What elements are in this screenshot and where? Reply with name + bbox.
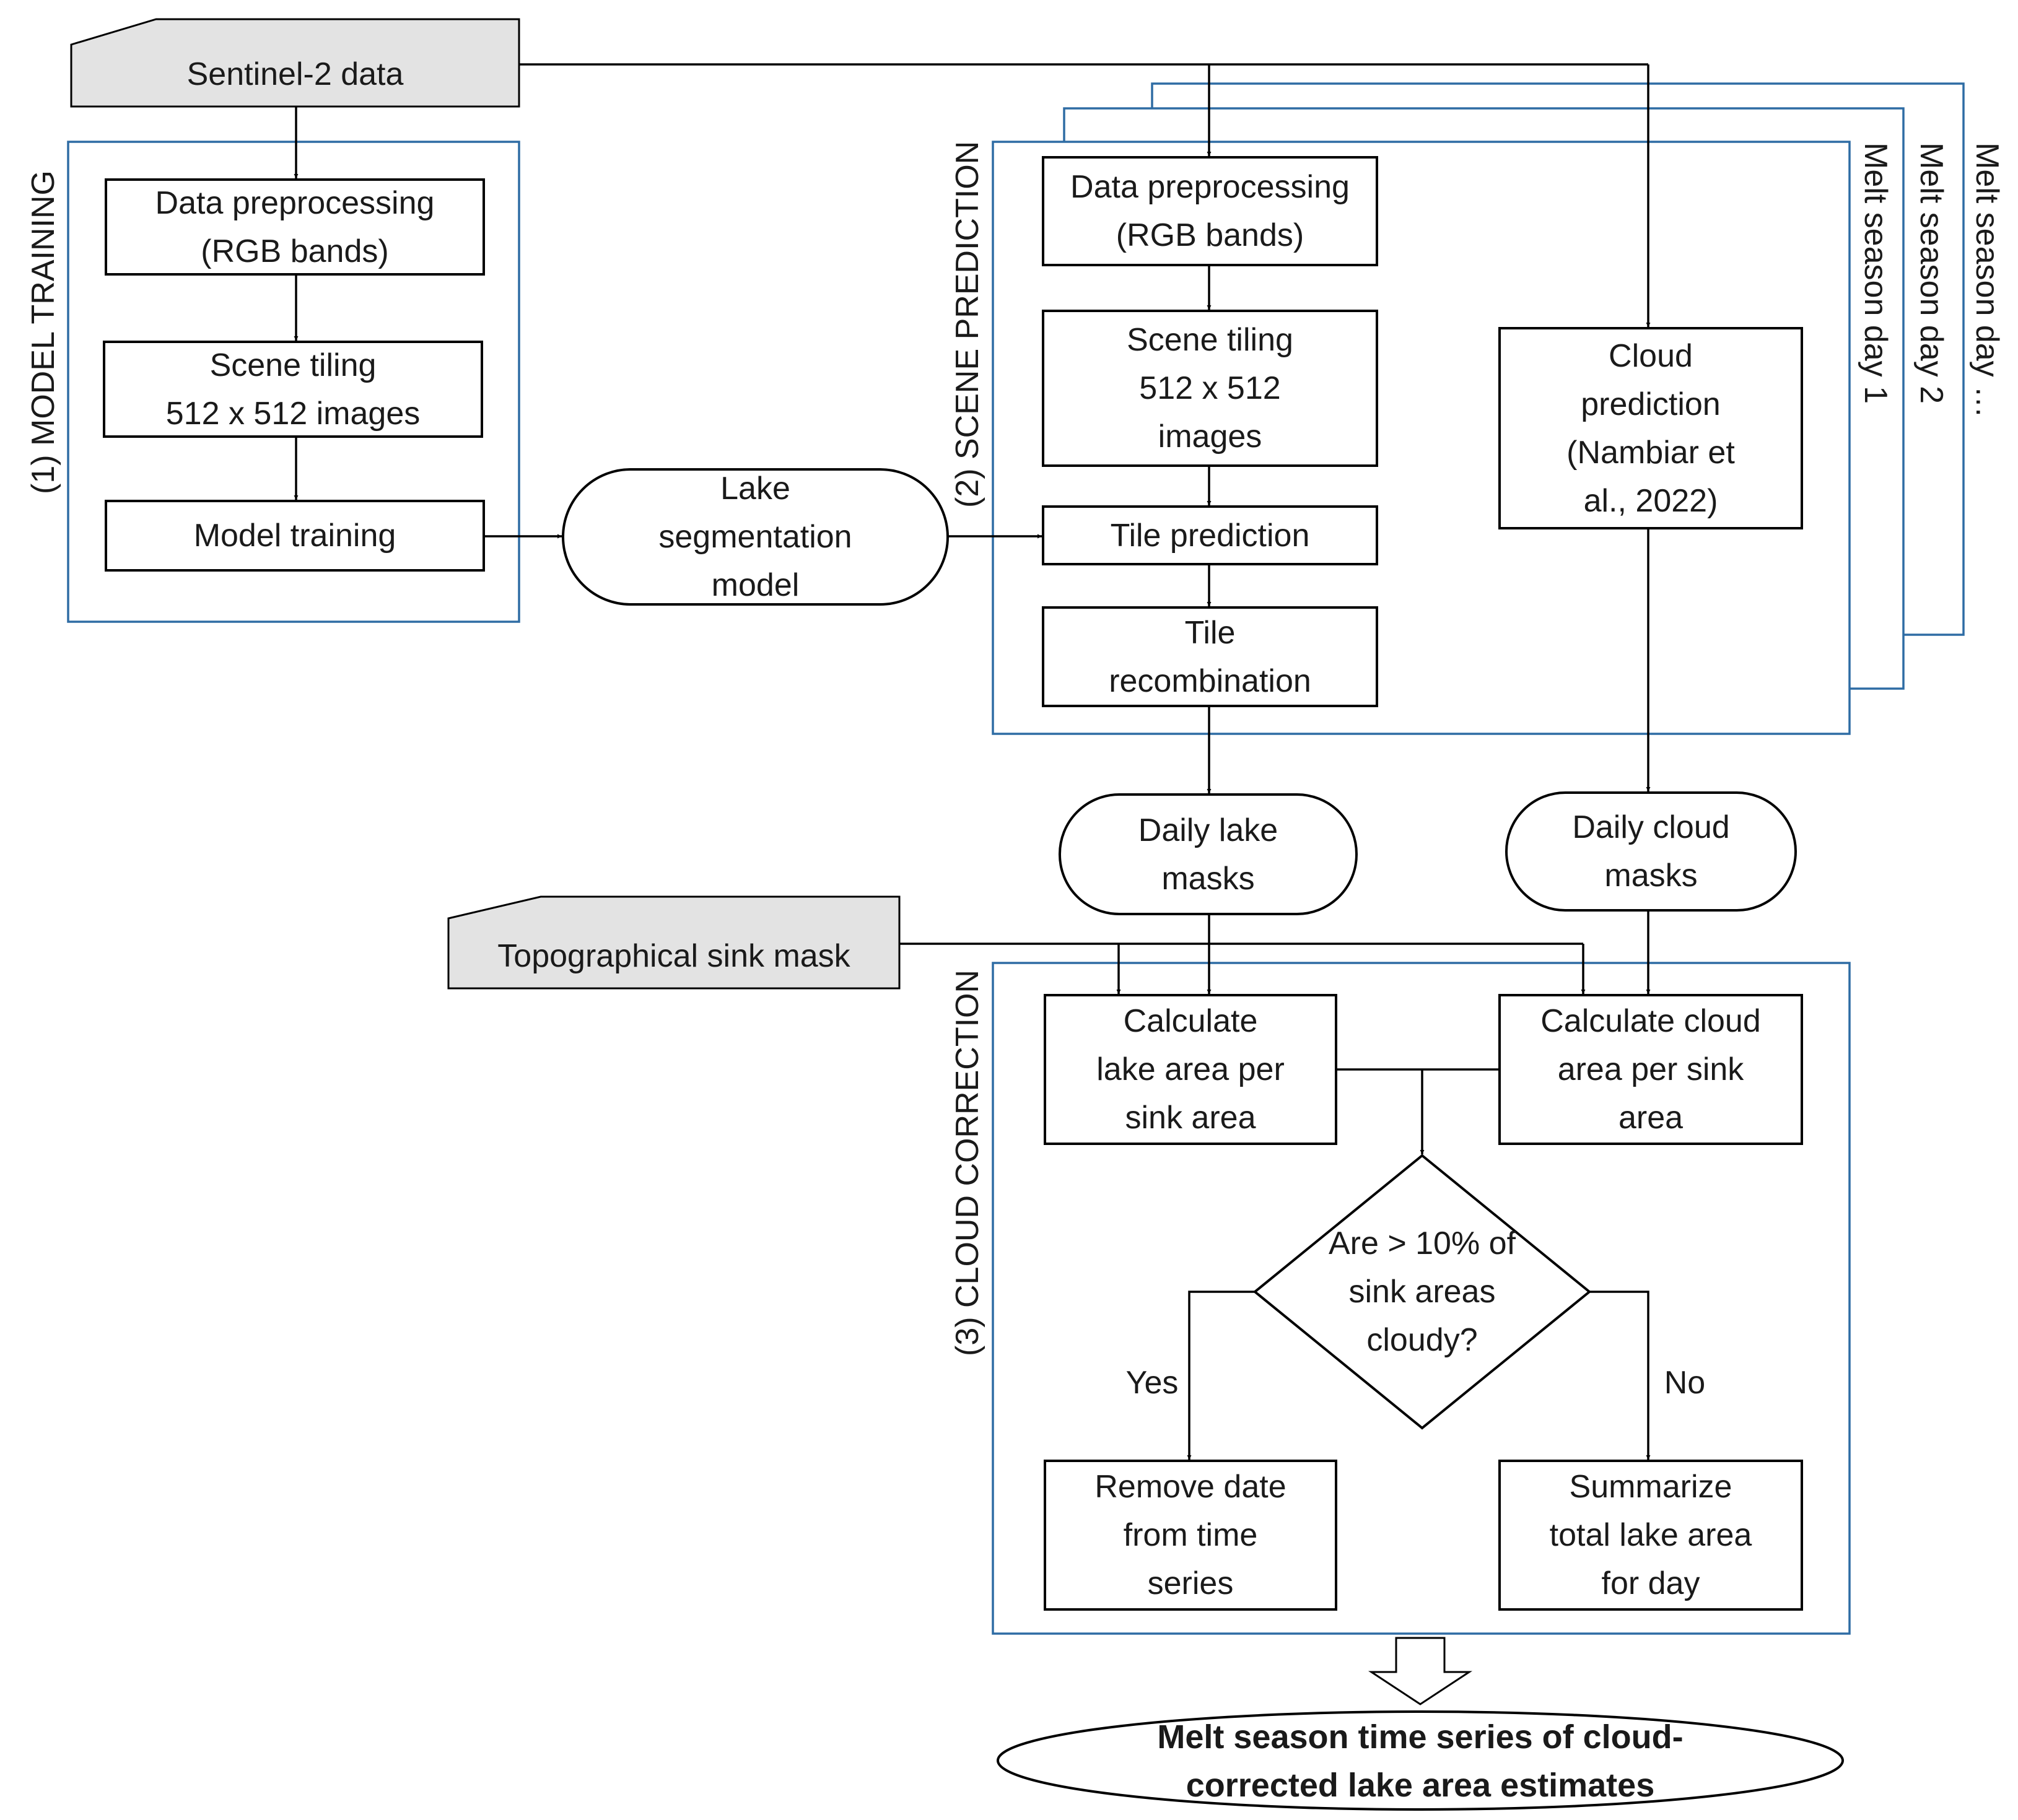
summarize-node: Summarize total lake area for day: [1549, 1469, 1752, 1601]
cloud-area-box: [1498, 994, 1803, 1145]
tile-recombination-node: Tile recombination: [1109, 614, 1311, 699]
sentinel-input: Sentinel-2 data: [186, 56, 404, 92]
model-training-group: [67, 141, 520, 623]
cloud-correction-group: [992, 962, 1851, 1635]
sentinel-input-shape: [70, 18, 520, 108]
melt-day-n-label: Melt season day …: [1969, 142, 2005, 419]
cloud-masks-terminator: [1505, 791, 1797, 912]
tile-prediction-node: Tile prediction: [1110, 517, 1310, 554]
training-tiling-box: [103, 341, 483, 438]
model-training-label: (1) MODEL TRAINING: [25, 170, 61, 494]
decision-diamond: [1252, 1154, 1592, 1430]
cloud-prediction-node: Cloud prediction (Nambiar et al., 2022): [1566, 337, 1735, 519]
sink-mask-input: Topographical sink mask: [497, 938, 850, 974]
output-node: Melt season time series of cloud- correc…: [1157, 1718, 1684, 1804]
prediction-tiling-node: Scene tiling 512 x 512 images: [1127, 322, 1293, 455]
scene-prediction-label: (2) SCENE PREDICTION: [950, 141, 985, 508]
melt-day-1-label: Melt season day 1: [1858, 142, 1894, 404]
training-model-box: [105, 500, 485, 572]
cloud-prediction-box: [1498, 327, 1803, 529]
yes-label: Yes: [1125, 1365, 1179, 1401]
cloud-masks-node: Daily cloud masks: [1572, 809, 1730, 894]
training-model-node: Model training: [193, 518, 396, 554]
summarize-box: [1498, 1460, 1803, 1611]
sink-mask-input-shape: [447, 895, 901, 990]
melt-day-2-label: Melt season day 2: [1913, 142, 1949, 404]
training-preprocess-box: [105, 178, 485, 276]
cloud-area-node: Calculate cloud area per sink area: [1540, 1003, 1761, 1136]
training-preprocess-node: Data preprocessing (RGB bands): [155, 185, 435, 269]
prediction-preprocess-node: Data preprocessing (RGB bands): [1070, 169, 1350, 253]
training-tiling-node: Scene tiling 512 x 512 images: [165, 347, 421, 432]
lake-area-box: [1044, 994, 1337, 1145]
prediction-tiling-box: [1042, 310, 1378, 467]
prediction-preprocess-box: [1042, 156, 1378, 266]
output-ellipse: [997, 1710, 1844, 1811]
decision-no-arrow: [1589, 1291, 1651, 1460]
output-block-arrow: [1368, 1637, 1473, 1705]
no-label: No: [1664, 1365, 1706, 1401]
tile-recombination-box: [1042, 606, 1378, 707]
lake-masks-node: Daily lake masks: [1138, 812, 1278, 897]
cloud-correction-label: (3) CLOUD CORRECTION: [950, 969, 985, 1356]
remove-date-node: Remove date from time series: [1094, 1469, 1286, 1601]
remove-date-box: [1044, 1460, 1337, 1611]
lake-area-node: Calculate lake area per sink area: [1096, 1003, 1285, 1136]
decision-node: Are > 10% of sink areas cloudy?: [1328, 1226, 1516, 1358]
decision-yes-arrow: [1187, 1291, 1255, 1460]
lake-model-node: Lake segmentation model: [658, 471, 852, 603]
